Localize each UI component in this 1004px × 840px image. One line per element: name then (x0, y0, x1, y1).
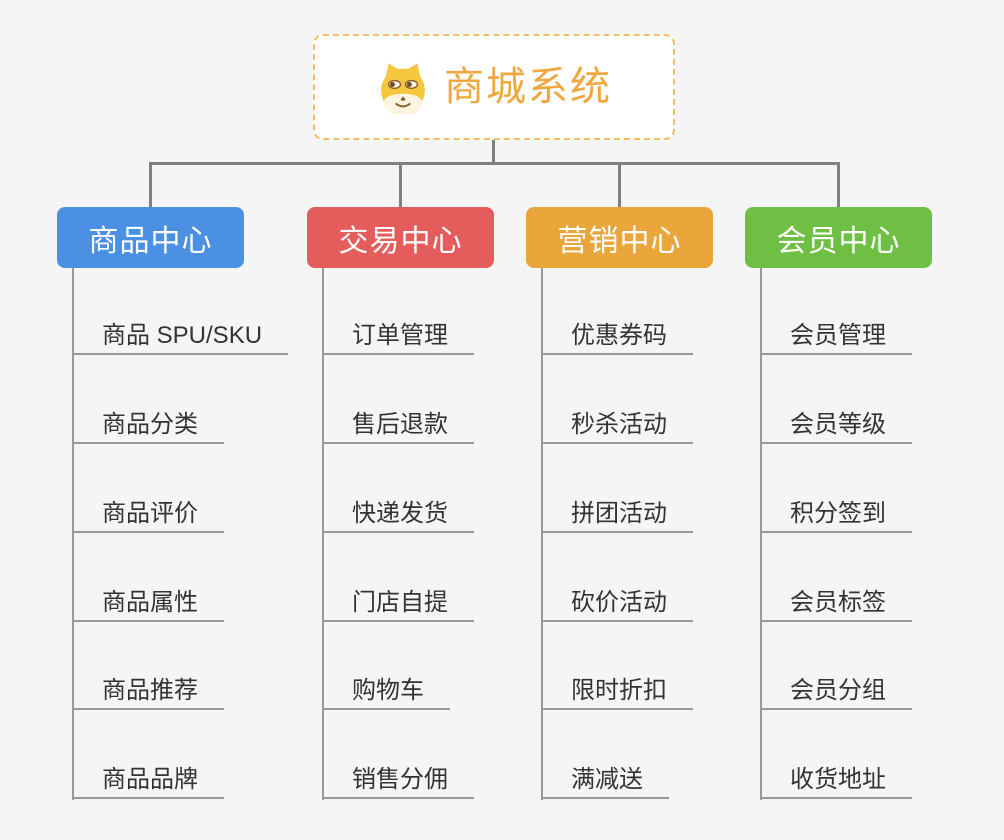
child-node[interactable]: 会员标签 (760, 577, 912, 622)
connector-drop (149, 163, 152, 208)
connector-drop (837, 163, 840, 208)
root-node[interactable]: 商城系统 (313, 34, 675, 140)
connector-drop (618, 163, 621, 208)
child-node[interactable]: 会员管理 (760, 310, 912, 355)
child-node[interactable]: 拼团活动 (541, 488, 693, 533)
child-node[interactable]: 满减送 (541, 754, 669, 799)
branch-spine (72, 268, 74, 800)
child-node[interactable]: 砍价活动 (541, 577, 693, 622)
branch-node-3[interactable]: 营销中心 (526, 207, 713, 268)
child-node[interactable]: 购物车 (322, 665, 450, 710)
branch-spine (541, 268, 543, 800)
branch-spine (322, 268, 324, 800)
dog-face-icon (376, 60, 430, 114)
child-node[interactable]: 销售分佣 (322, 754, 474, 799)
child-node[interactable]: 商品分类 (72, 399, 224, 444)
child-node[interactable]: 会员等级 (760, 399, 912, 444)
child-node[interactable]: 商品 SPU/SKU (72, 310, 289, 355)
branch-node-1[interactable]: 商品中心 (57, 207, 244, 268)
child-node[interactable]: 商品评价 (72, 488, 224, 533)
branch-node-4[interactable]: 会员中心 (745, 207, 932, 268)
branch-node-2[interactable]: 交易中心 (307, 207, 494, 268)
connector-drop (399, 163, 402, 208)
child-node[interactable]: 积分签到 (760, 488, 912, 533)
child-node[interactable]: 会员分组 (760, 665, 912, 710)
child-node[interactable]: 订单管理 (322, 310, 474, 355)
child-node[interactable]: 商品品牌 (72, 754, 224, 799)
branch-spine (760, 268, 762, 800)
child-node[interactable]: 门店自提 (322, 577, 474, 622)
child-node[interactable]: 商品属性 (72, 577, 224, 622)
child-node[interactable]: 售后退款 (322, 399, 474, 444)
child-node[interactable]: 秒杀活动 (541, 399, 693, 444)
child-node[interactable]: 商品推荐 (72, 665, 224, 710)
child-node[interactable]: 优惠券码 (541, 310, 693, 355)
connector-horizontal-bar (149, 162, 840, 165)
connector-root-stub (492, 140, 495, 163)
child-node[interactable]: 快递发货 (322, 488, 474, 533)
child-node[interactable]: 收货地址 (760, 754, 912, 799)
root-label: 商城系统 (444, 65, 612, 109)
child-node[interactable]: 限时折扣 (541, 665, 693, 710)
